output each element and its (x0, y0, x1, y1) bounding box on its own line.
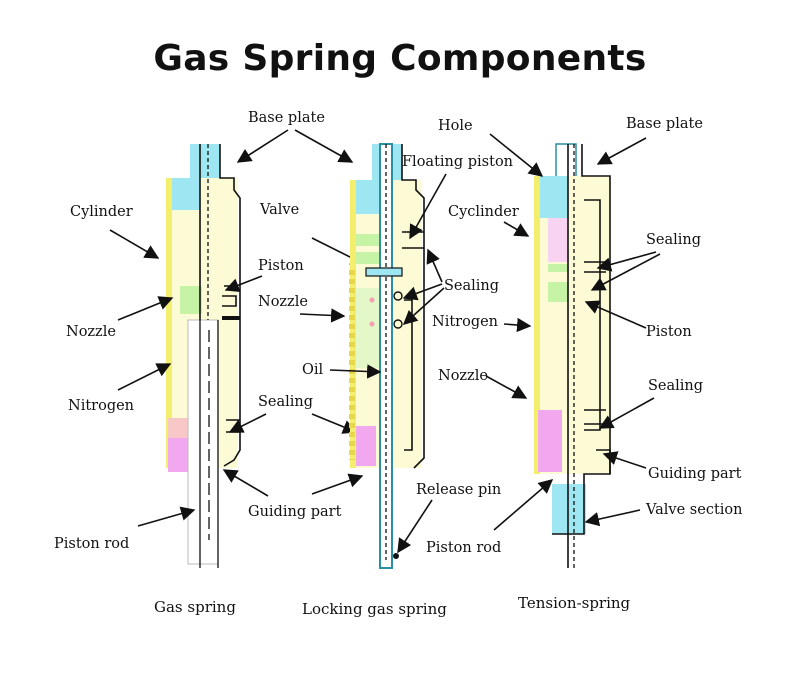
ts-label-piston: Piston (646, 324, 692, 340)
gs-label-cylinder: Cylinder (70, 204, 133, 220)
ts-arrow-hole (489, 133, 544, 177)
gs-label-base-plate: Base plate (248, 110, 325, 126)
gs-arrow-sealing-2 (311, 413, 358, 434)
gs-arrow-nitrogen (117, 363, 172, 391)
ts-arrow-valve-section (584, 509, 641, 527)
gs-cylinder-outline (219, 144, 241, 467)
lgs-arrow-floating-piston (409, 173, 447, 240)
lgs-release-pin-tip (393, 553, 399, 559)
diagram-title: Gas Spring Components (153, 38, 647, 79)
ts-arrow-nitrogen (503, 317, 532, 333)
gs-label-valve: Valve (259, 202, 299, 218)
gs-salmon-band (168, 418, 190, 438)
gs-piston-block (222, 316, 240, 320)
ts-label-sealing-2: Sealing (648, 378, 703, 394)
ts-arrow-sealing-1a (596, 251, 657, 272)
ts-arrow-sealing-1b (590, 253, 661, 291)
ts-label-cyclinder: Cyclinder (448, 204, 519, 220)
gs-arrow-nozzle-2 (299, 308, 346, 323)
lgs-arrow-sealing-1 (426, 248, 443, 283)
ts-green-band-1 (548, 264, 568, 272)
lgs-cap-cyan (356, 180, 382, 214)
gs-label-nozzle-1: Nozzle (66, 324, 116, 340)
gs-caption: Gas spring (154, 598, 236, 616)
ts-label-hole: Hole (438, 118, 473, 134)
gs-cap-cyan (172, 178, 200, 210)
gs-label-piston-rod: Piston rod (54, 536, 129, 552)
lgs-oil-zone (356, 288, 382, 368)
tension-spring-panel: Hole Base plate Cyclinder Sealing Piston… (426, 116, 742, 612)
ts-label-base-plate: Base plate (626, 116, 703, 132)
ts-label-piston-rod: Piston rod (426, 540, 501, 556)
gs-pink-band (168, 438, 190, 472)
lgs-arrow-oil (329, 364, 382, 379)
gs-base-plate-top (190, 144, 220, 178)
gs-label-nitrogen: Nitrogen (68, 398, 134, 414)
ts-cylinder-wall (534, 176, 540, 474)
gs-arrow-nozzle-1 (117, 296, 174, 321)
lgs-dot-2 (369, 321, 375, 327)
gs-label-sealing: Sealing (258, 394, 313, 410)
lgs-cylinder-outline (401, 144, 425, 469)
ts-arrow-guiding-part (602, 451, 647, 469)
ts-arrow-piston (584, 300, 647, 329)
lgs-pink-band (356, 426, 376, 466)
ts-arrow-nozzle (485, 375, 528, 399)
gs-nozzle-green (180, 286, 202, 314)
ts-label-sealing-1: Sealing (646, 232, 701, 248)
ts-arrow-base-plate (596, 137, 647, 165)
lgs-label-release-pin: Release pin (416, 482, 501, 498)
gs-arrow-guiding-2 (311, 473, 364, 495)
gs-cylinder-wall (166, 178, 172, 468)
gas-spring-panel: Base plate Cylinder Valve Piston Nozzle … (54, 110, 366, 616)
lgs-floating-piston (365, 267, 403, 277)
ts-guiding-outline (596, 449, 611, 474)
ts-label-nozzle: Nozzle (438, 368, 488, 384)
ts-label-nitrogen: Nitrogen (432, 314, 498, 330)
lgs-seal-ring-2 (393, 319, 403, 329)
ts-label-valve-section: Valve section (645, 502, 742, 518)
lgs-caption: Locking gas spring (302, 600, 447, 618)
lgs-dot-1 (369, 297, 375, 303)
gs-arrow-base-plate-2 (294, 129, 354, 163)
lgs-seal-ring-1 (393, 291, 403, 301)
gs-piston-rod-body (187, 319, 219, 565)
gs-arrow-piston-rod (137, 506, 196, 527)
lgs-arrow-sealing-3 (402, 287, 445, 325)
ts-inner-outline (584, 199, 601, 431)
lgs-label-oil: Oil (302, 362, 324, 378)
ts-arrow-sealing-2 (598, 397, 655, 429)
locking-gas-spring-panel: Floating piston Sealing Oil Release pin … (302, 143, 513, 618)
gs-arrow-base-plate-1 (236, 129, 289, 163)
ts-caption: Tension-spring (518, 594, 631, 612)
ts-top-stub (555, 143, 577, 179)
lgs-arrow-release-pin (397, 499, 433, 554)
lgs-arrow-sealing-2 (402, 283, 443, 301)
lgs-label-sealing: Sealing (444, 278, 499, 294)
ts-label-guiding-part: Guiding part (648, 466, 742, 482)
gs-arrow-guiding-1 (222, 469, 269, 497)
ts-cap-cyan (540, 176, 568, 218)
lgs-green-band-1 (356, 234, 382, 246)
lgs-green-band-2 (356, 252, 382, 264)
ts-arrow-piston-rod (493, 479, 554, 531)
ts-valve-section-fill (552, 484, 586, 534)
gs-arrow-sealing-1 (228, 413, 267, 433)
ts-pink-zone-bottom (538, 410, 562, 472)
gs-label-nozzle-2: Nozzle (258, 294, 308, 310)
ts-pink-zone-top (548, 218, 568, 262)
gs-label-piston: Piston (258, 258, 304, 274)
ts-arrow-cyclinder (503, 221, 530, 237)
ts-green-band-2 (548, 282, 568, 302)
gs-label-guiding-part: Guiding part (248, 504, 342, 520)
gs-arrow-piston (224, 275, 263, 293)
lgs-label-floating-piston: Floating piston (402, 154, 513, 170)
gs-arrow-cylinder (109, 229, 160, 259)
